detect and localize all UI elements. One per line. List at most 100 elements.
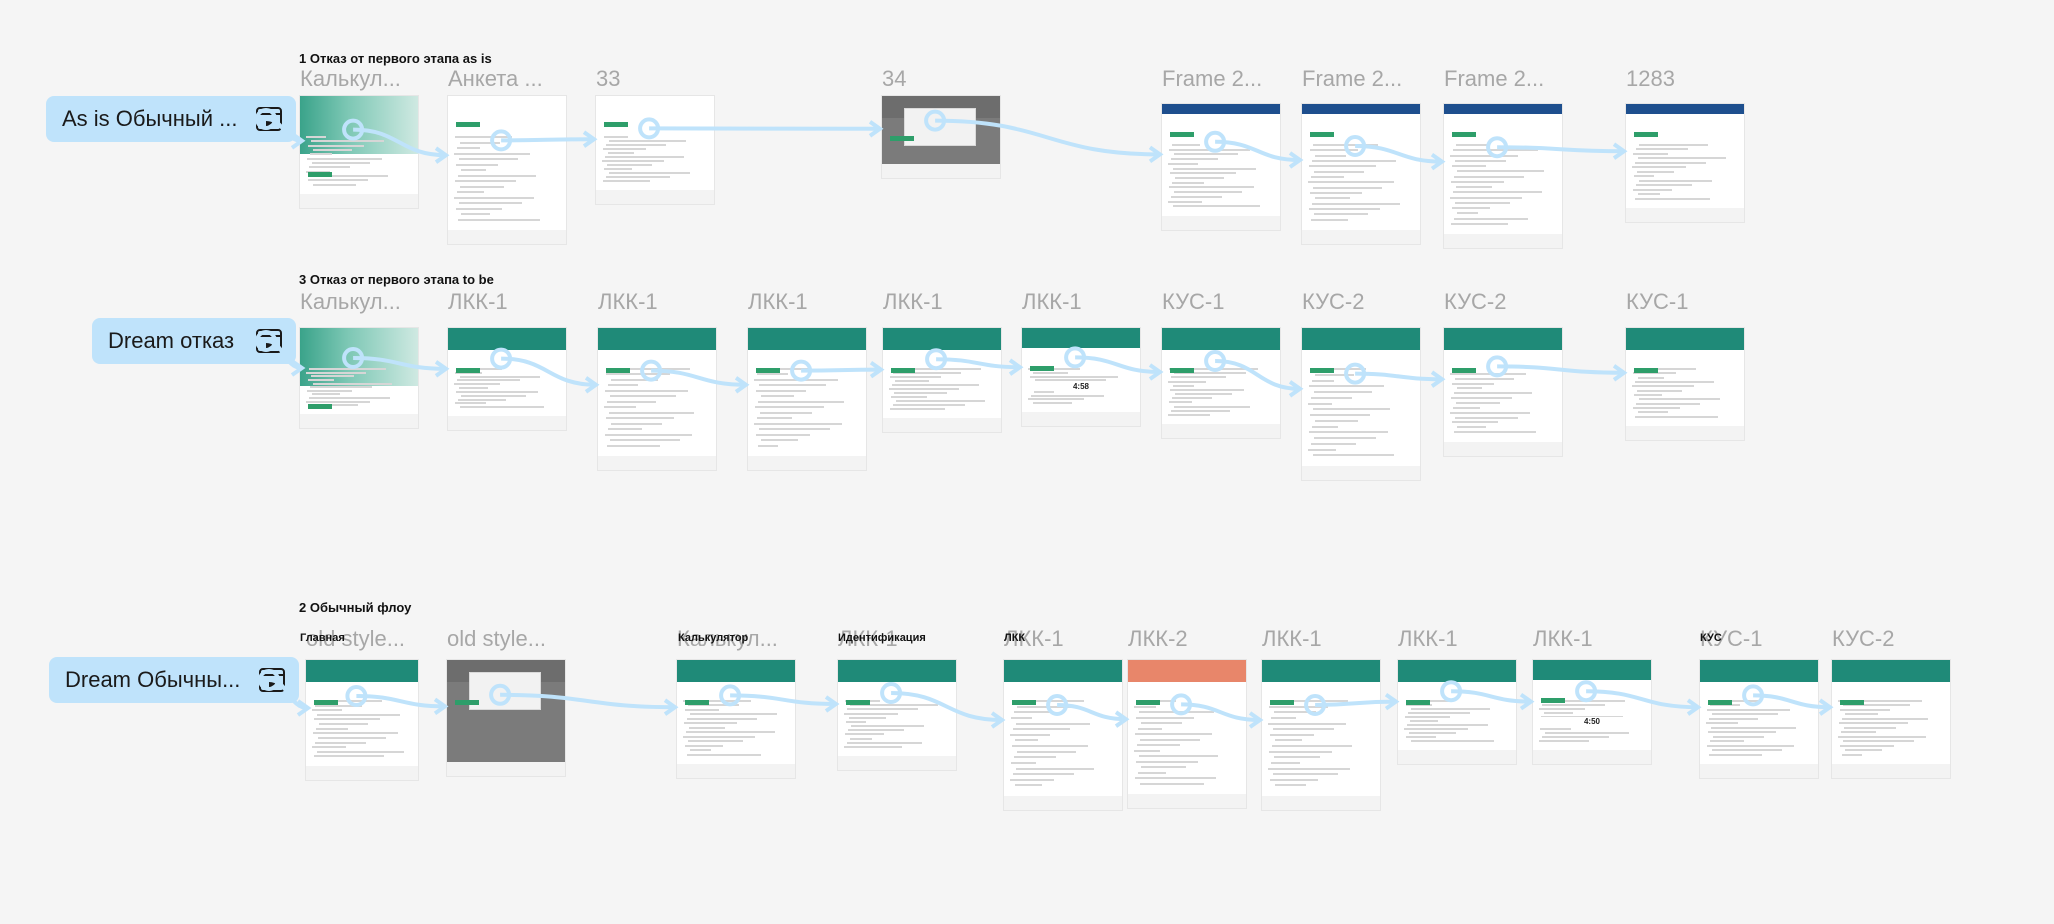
frame-thumbnail[interactable] <box>677 660 795 778</box>
content-line <box>1275 739 1302 742</box>
content-line <box>454 196 534 199</box>
frame-thumbnail[interactable] <box>300 96 418 208</box>
frame-name[interactable]: Калькул... <box>300 289 401 314</box>
frame-name[interactable]: ЛКК-2 <box>1128 626 1188 651</box>
frame-footer <box>1022 412 1140 426</box>
frame-name[interactable]: Анкета ... <box>448 66 543 91</box>
frame-thumbnail[interactable] <box>748 328 866 470</box>
frame-thumbnail[interactable] <box>1004 660 1122 810</box>
arrow-head <box>1288 151 1304 169</box>
frame-name[interactable]: old style... <box>306 626 406 651</box>
content-line <box>758 444 778 447</box>
frame-thumbnail[interactable] <box>1162 328 1280 438</box>
content-line <box>1172 181 1204 184</box>
frame-name[interactable]: ЛКК-1 <box>448 289 508 314</box>
frame-thumbnail[interactable] <box>883 328 1001 432</box>
content-line <box>1545 732 1629 734</box>
frame-thumbnail[interactable] <box>447 660 565 776</box>
frame-thumbnail[interactable] <box>300 328 418 428</box>
content-line <box>683 700 751 702</box>
content-line <box>1034 390 1054 393</box>
frame-thumbnail[interactable] <box>598 328 716 470</box>
frame-name[interactable]: old style... <box>447 626 547 651</box>
frame-footer <box>1302 230 1420 244</box>
frame-footer <box>677 764 795 778</box>
content-line <box>1273 773 1338 776</box>
frame-name[interactable]: КУС-2 <box>1302 289 1365 314</box>
frame-thumbnail[interactable]: 4:58 <box>1022 328 1140 426</box>
frame-name[interactable]: Frame 2... <box>1162 66 1263 91</box>
flow-start-as-is[interactable]: As is Обычный ... <box>46 96 296 142</box>
content-line <box>1637 389 1682 392</box>
frame-name[interactable]: ЛКК-1 <box>598 289 658 314</box>
frame-thumbnail[interactable] <box>1626 104 1744 222</box>
frame-footer <box>596 190 714 204</box>
content-line <box>604 406 636 409</box>
frame-footer <box>838 756 956 770</box>
frame-name[interactable]: ЛКК-1 <box>1398 626 1458 651</box>
frame-name[interactable]: КУС-1 <box>1162 289 1225 314</box>
frame-thumbnail[interactable] <box>1444 328 1562 456</box>
frame-thumbnail[interactable] <box>1832 660 1950 778</box>
frame-thumbnail[interactable] <box>448 328 566 430</box>
frame-thumbnail[interactable] <box>1302 328 1420 480</box>
frame-thumbnail[interactable] <box>1398 660 1516 764</box>
frame-thumbnail[interactable] <box>1162 104 1280 230</box>
content-line <box>306 136 326 138</box>
frame-name[interactable]: КУС-2 <box>1832 626 1895 651</box>
content-line <box>1639 398 1720 401</box>
frame-name[interactable]: ЛКК-1 <box>1533 626 1593 651</box>
frame-thumbnail[interactable]: 4:50 <box>1533 660 1651 764</box>
frame-name[interactable]: 1283 <box>1626 66 1675 91</box>
frame-thumbnail[interactable] <box>1302 104 1420 244</box>
content-line <box>1017 705 1072 708</box>
frame-name[interactable]: ЛКК-1 <box>838 626 898 651</box>
frame-name[interactable]: ЛКК-1 <box>1262 626 1322 651</box>
content-line <box>1632 385 1694 388</box>
frame-name[interactable]: ЛКК-1 <box>1004 626 1064 651</box>
frame-thumbnail[interactable] <box>448 96 566 244</box>
content-line <box>610 439 680 442</box>
content-line <box>1636 402 1700 405</box>
content-line <box>1010 733 1050 736</box>
arrow-head <box>1430 370 1446 388</box>
frame-name[interactable]: КУС-2 <box>1444 289 1507 314</box>
frame-thumbnail[interactable] <box>1444 104 1562 248</box>
frame-thumbnail[interactable] <box>882 96 1000 178</box>
content-line <box>1457 387 1482 390</box>
frame-header <box>1162 328 1280 350</box>
frame-thumbnail[interactable] <box>306 660 418 780</box>
frame-header <box>448 96 566 104</box>
frame-thumbnail[interactable] <box>1626 328 1744 440</box>
group-label: Идентификация <box>838 632 926 644</box>
arrow-head <box>433 697 449 716</box>
content-line <box>1457 170 1544 173</box>
flow-start-dream-normal[interactable]: Dream Обычны... <box>49 657 299 703</box>
frame-name[interactable]: 34 <box>882 66 907 91</box>
frame-name[interactable]: КУС-1 <box>1700 626 1763 651</box>
flow-start-dream-otkaz[interactable]: Dream отказ <box>92 318 296 364</box>
content-line <box>454 152 530 155</box>
content-line <box>1172 397 1212 400</box>
frame-thumbnail[interactable] <box>596 96 714 204</box>
primary-button <box>1452 132 1476 137</box>
content-line <box>1136 716 1194 719</box>
frame-name[interactable]: ЛКК-1 <box>883 289 943 314</box>
frame-thumbnail[interactable] <box>1700 660 1818 778</box>
content-line <box>1314 170 1364 173</box>
frame-name[interactable]: ЛКК-1 <box>1022 289 1082 314</box>
frame-name[interactable]: Frame 2... <box>1302 66 1403 91</box>
content-line <box>1633 188 1672 191</box>
frame-thumbnail[interactable] <box>1262 660 1380 810</box>
frame-name[interactable]: Калькул... <box>677 626 778 651</box>
content-line <box>1453 149 1538 152</box>
frame-thumbnail[interactable] <box>1128 660 1246 808</box>
frame-thumbnail[interactable] <box>838 660 956 770</box>
frame-name[interactable]: КУС-1 <box>1626 289 1689 314</box>
frame-name[interactable]: ЛКК-1 <box>748 289 808 314</box>
frame-name[interactable]: Frame 2... <box>1444 66 1545 91</box>
content-line <box>1540 728 1571 730</box>
frame-name[interactable]: 33 <box>596 66 621 91</box>
frame-name[interactable]: Калькул... <box>300 66 401 91</box>
